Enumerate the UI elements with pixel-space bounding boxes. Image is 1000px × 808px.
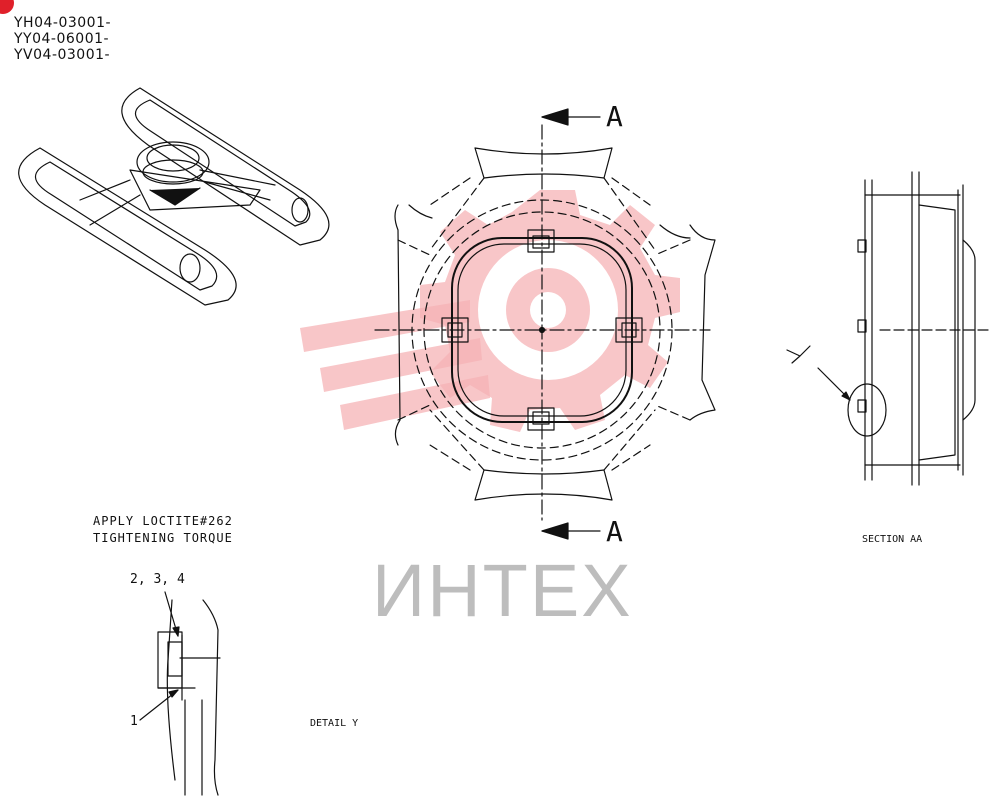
sprocket-front-view xyxy=(374,124,716,521)
part-number-1: YH04-03001- xyxy=(14,15,112,31)
part-number-3: YV04-03001- xyxy=(14,47,111,63)
part-number-2: YY04-06001- xyxy=(14,31,110,47)
callout-2-3-4: 2, 3, 4 xyxy=(130,572,185,587)
section-aa-title: SECTION AA xyxy=(862,534,923,545)
detail-callout-y: Y xyxy=(784,340,795,361)
section-marker-label-bottom: A xyxy=(606,515,623,548)
bolt-clips xyxy=(441,229,643,431)
section-marker-bottom xyxy=(541,522,601,540)
corner-badge xyxy=(0,0,14,14)
undercarriage-illustration xyxy=(18,87,330,306)
section-marker-label-top: A xyxy=(606,100,623,133)
section-aa-view xyxy=(786,171,991,486)
section-marker-top xyxy=(541,108,601,126)
note-line-2: TIGHTENING TORQUE xyxy=(93,531,233,545)
note-line-1: APPLY LOCTITE#262 xyxy=(93,514,233,528)
watermark-text: ИНТЕХ xyxy=(372,549,633,632)
detail-y-title: DETAIL Y xyxy=(310,718,359,729)
callout-1: 1 xyxy=(130,714,138,729)
detail-y-view xyxy=(139,591,221,796)
